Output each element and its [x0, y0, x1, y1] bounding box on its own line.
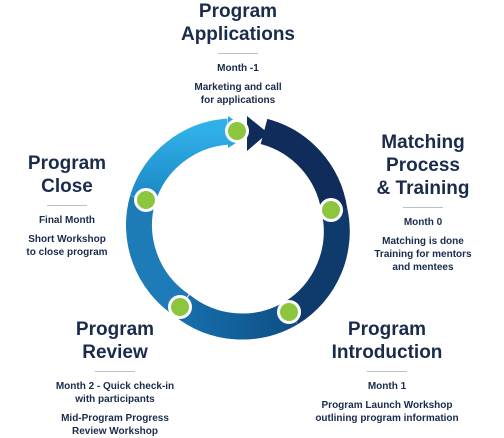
period-line: with participants	[75, 394, 155, 405]
node-applications	[225, 119, 249, 143]
stage-introduction: Program Introduction Month 1 Program Lau…	[284, 318, 490, 425]
divider	[367, 371, 407, 372]
title-line: Program	[75, 319, 155, 340]
ring-segment-top-right	[260, 118, 348, 213]
divider	[95, 371, 135, 372]
stage-title: Program Close	[27, 153, 107, 197]
desc-line: Matching is done	[382, 236, 464, 247]
node-close	[134, 188, 158, 212]
ring-segment-lower-left	[126, 195, 190, 316]
stage-close: Program Close Final Month Short Workshop…	[0, 152, 134, 259]
arrow-head-dark	[247, 116, 268, 151]
node-review	[168, 295, 192, 319]
stage-period: Month 0	[403, 217, 443, 228]
ring-segment-left	[130, 118, 230, 204]
node-matching	[319, 198, 343, 222]
divider	[47, 205, 87, 206]
title-line: Applications	[180, 24, 295, 45]
desc-line: Marketing and call	[194, 82, 282, 93]
stage-matching: Matching Process & Training Month 0 Matc…	[342, 131, 504, 274]
stage-description: Matching is done Training for mentors an…	[342, 235, 504, 274]
stage-applications: Program Applications Month -1 Marketing …	[150, 0, 326, 107]
stage-period: Month -1	[217, 63, 259, 74]
stage-period: Month 1	[367, 381, 407, 392]
ring-segment-right	[283, 206, 350, 325]
period-line: Month 2 - Quick check-in	[55, 381, 175, 392]
stage-description: Program Launch Workshop outlining progra…	[284, 399, 490, 425]
desc-line: Short Workshop	[28, 234, 106, 245]
desc-line: to close program	[26, 247, 108, 258]
node-introduction	[277, 300, 301, 324]
title-line: & Training	[376, 178, 470, 199]
title-line: Matching Process	[381, 132, 465, 176]
stage-description: Short Workshop to close program	[0, 233, 134, 259]
stage-title: Program Applications	[150, 0, 326, 46]
desc-line: for applications	[200, 95, 276, 106]
title-line: Introduction	[331, 342, 443, 363]
desc-line: Training for mentors	[374, 249, 472, 260]
ring-segment-bottom	[173, 294, 298, 340]
stage-period: Final Month	[38, 215, 96, 226]
stage-description: Marketing and call for applications	[150, 81, 326, 107]
title-line: Review	[82, 342, 148, 363]
stage-title: Program Review	[22, 318, 208, 364]
desc-line: Mid-Program Progress	[61, 413, 169, 424]
desc-line: Program Launch Workshop	[321, 400, 453, 411]
stage-title: Matching Process & Training	[342, 131, 504, 200]
title-line: Program	[198, 1, 278, 22]
divider	[403, 207, 443, 208]
divider	[218, 53, 258, 54]
stage-description: Mid-Program Progress Review Workshop	[22, 412, 208, 438]
desc-line: outlining program information	[315, 413, 459, 424]
title-line: Program	[347, 319, 427, 340]
desc-line: and mentees	[392, 262, 454, 273]
stage-review: Program Review Month 2 - Quick check-in …	[22, 318, 208, 438]
desc-line: Review Workshop	[72, 426, 158, 437]
stage-period: Month 2 - Quick check-in with participan…	[22, 380, 208, 406]
stage-title: Program Introduction	[284, 318, 490, 364]
